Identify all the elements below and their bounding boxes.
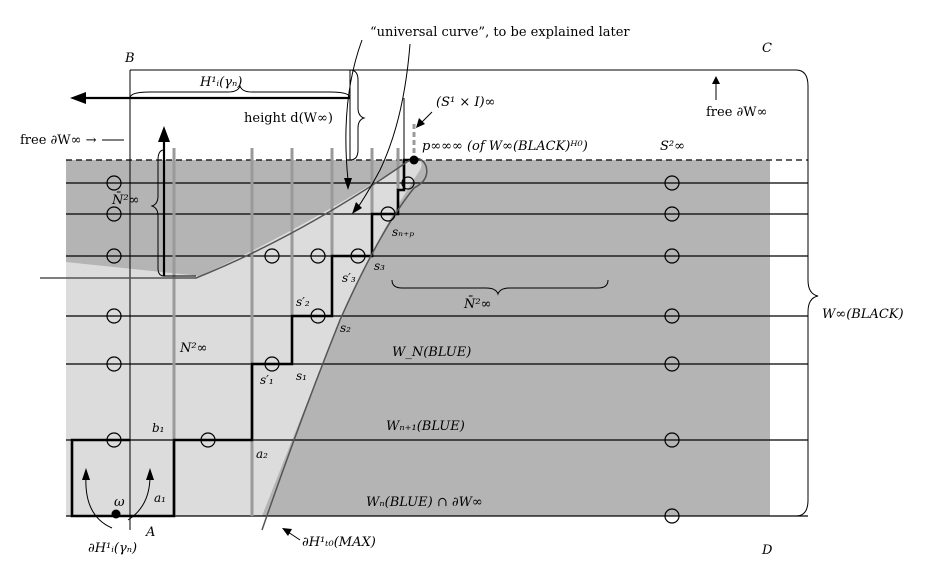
label-wn-blue: W_N(BLUE) xyxy=(392,345,471,360)
n-bar-arrowhead xyxy=(158,126,170,142)
label-s1p: s′₁ xyxy=(260,373,274,387)
label-s3: s₃ xyxy=(374,259,385,273)
free-dw-right-arrowhead xyxy=(712,76,720,84)
label-universal-curve: “universal curve”, to be explained later xyxy=(370,25,630,40)
label-snp: sₙ₊ₚ xyxy=(392,225,414,239)
w-black-brace xyxy=(795,69,819,517)
label-b1: b₁ xyxy=(152,421,165,435)
label-a: A xyxy=(145,525,155,540)
universal-curve-arrow-2 xyxy=(345,39,363,181)
h-gamma-arrowhead xyxy=(70,92,86,104)
universal-curve-arrowhead-2 xyxy=(344,178,352,190)
label-n2-inf: N²∞ xyxy=(179,341,207,356)
label-dh-gamma: ∂H¹ᵢ(γₙ) xyxy=(88,541,137,556)
frame xyxy=(129,69,796,530)
h-gamma-box xyxy=(70,438,130,518)
label-omega: ω xyxy=(114,495,125,510)
universal-curve xyxy=(40,157,428,531)
label-free-dw-right: free ∂W∞ xyxy=(706,105,767,120)
universal-curve-arrow xyxy=(355,43,411,211)
dh-max-arrowhead xyxy=(282,528,292,536)
label-c: C xyxy=(762,41,772,56)
universal-curve-arrowhead xyxy=(352,202,362,214)
s1xi-arrowhead xyxy=(416,118,425,128)
label-s3p: s′₃ xyxy=(342,271,356,285)
label-n-bar-right: N̄²∞ xyxy=(463,296,491,312)
label-wn-boundary: Wₙ(BLUE) ∩ ∂W∞ xyxy=(366,495,483,510)
dh-gamma-arrowhead-right xyxy=(146,468,154,480)
label-d: D xyxy=(761,543,773,558)
label-dh-max: ∂H¹ₜ₀(MAX) xyxy=(302,535,376,550)
label-height: height d(W∞) xyxy=(244,111,333,126)
circles xyxy=(106,175,680,524)
label-p-inf: p∞∞∞ (of W∞(BLACK)ᴴ⁰) xyxy=(422,139,588,154)
label-w-black: W∞(BLACK) xyxy=(822,307,904,322)
label-s1xi: (S¹ × I)∞ xyxy=(436,95,495,110)
upper-dark-region xyxy=(66,160,404,276)
horizontal-lines xyxy=(66,182,808,517)
n-bar-right-brace xyxy=(391,279,609,296)
label-s2: s₂ xyxy=(340,321,351,335)
dh-gamma-arrow-left xyxy=(85,475,113,529)
dh-max-arrow xyxy=(287,531,301,541)
dh-gamma-arrow-right xyxy=(127,475,151,521)
label-s2-inf: S²∞ xyxy=(660,139,685,154)
label-n-bar-left: N̄²∞ xyxy=(111,192,139,208)
label-b: B xyxy=(124,51,135,66)
gray-verticals xyxy=(172,148,400,516)
label-a1: a₁ xyxy=(154,491,166,505)
omega-dot xyxy=(111,509,121,519)
label-free-dw-left: free ∂W∞ → xyxy=(20,133,97,148)
label-wn1-blue: Wₙ₊₁(BLUE) xyxy=(386,419,465,434)
staircase-path xyxy=(116,158,414,518)
h-gamma-brace xyxy=(129,84,351,99)
n-bar-left-brace xyxy=(150,149,196,277)
label-h-gamma: H¹ᵢ(γₙ) xyxy=(199,75,242,90)
label-s2p: s′₂ xyxy=(296,295,310,309)
label-s1: s₁ xyxy=(296,369,307,383)
label-a2: a₂ xyxy=(256,447,268,461)
p-inf-dot xyxy=(409,155,419,165)
height-brace xyxy=(349,69,366,161)
dh-gamma-arrowhead-left xyxy=(82,468,90,480)
